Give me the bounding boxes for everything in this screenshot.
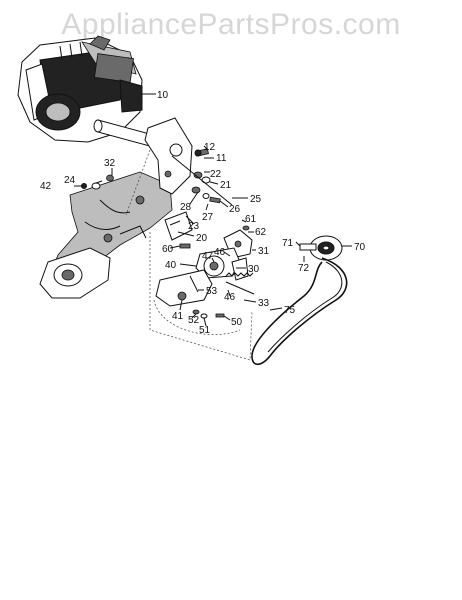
callout-27: 27 <box>202 212 214 223</box>
leader-lines <box>74 93 352 327</box>
callout-70: 70 <box>354 242 366 253</box>
callout-52: 52 <box>188 315 200 326</box>
callout-31: 31 <box>258 246 270 257</box>
drive-belt <box>251 257 348 366</box>
callout-24: 24 <box>64 175 76 186</box>
callout-11: 11 <box>216 153 227 164</box>
clutch-bracket <box>164 211 253 259</box>
callout-46: 46 <box>214 247 226 258</box>
callout-60: 60 <box>162 244 174 255</box>
watermark-text: AppliancePartsPros.com <box>61 8 401 41</box>
callout-40: 40 <box>165 260 177 271</box>
callout-42: 42 <box>40 181 52 192</box>
drive-pulley <box>299 235 343 261</box>
callout-10: 10 <box>157 90 169 101</box>
callout-75: 75 <box>284 305 296 316</box>
washer-stack <box>171 155 233 206</box>
mounting-bracket <box>125 117 193 216</box>
callout-33: 33 <box>258 298 270 309</box>
phantom-outline-2 <box>153 299 241 335</box>
callout-28: 28 <box>180 202 192 213</box>
spring <box>225 272 255 295</box>
callout-72: 72 <box>298 263 310 274</box>
callout-47: 47 <box>202 251 214 262</box>
callout-41: 41 <box>172 311 184 322</box>
callout-25: 25 <box>250 194 262 205</box>
callout-53: 53 <box>206 286 218 297</box>
callout-62: 62 <box>255 227 267 238</box>
phantom-outline <box>149 232 253 361</box>
callout-32: 32 <box>104 158 116 169</box>
bolt-12-11 <box>194 148 209 157</box>
callout-71: 71 <box>282 238 294 249</box>
callout-20: 20 <box>196 233 208 244</box>
callout-23: 23 <box>188 221 200 232</box>
callout-50: 50 <box>231 317 243 328</box>
callout-61: 61 <box>245 214 257 225</box>
callout-21: 21 <box>220 180 232 191</box>
callout-30: 30 <box>248 264 260 275</box>
callout-22: 22 <box>210 169 222 180</box>
callout-51: 51 <box>199 325 211 336</box>
callout-12: 12 <box>204 142 216 153</box>
tiller-frame <box>39 171 173 299</box>
engine-assembly <box>17 35 143 143</box>
callout-labels: 10 12 11 32 22 24 42 21 25 28 26 27 23 6… <box>40 90 366 336</box>
callout-26: 26 <box>229 204 241 215</box>
callout-46-lower: 46 <box>224 292 236 303</box>
